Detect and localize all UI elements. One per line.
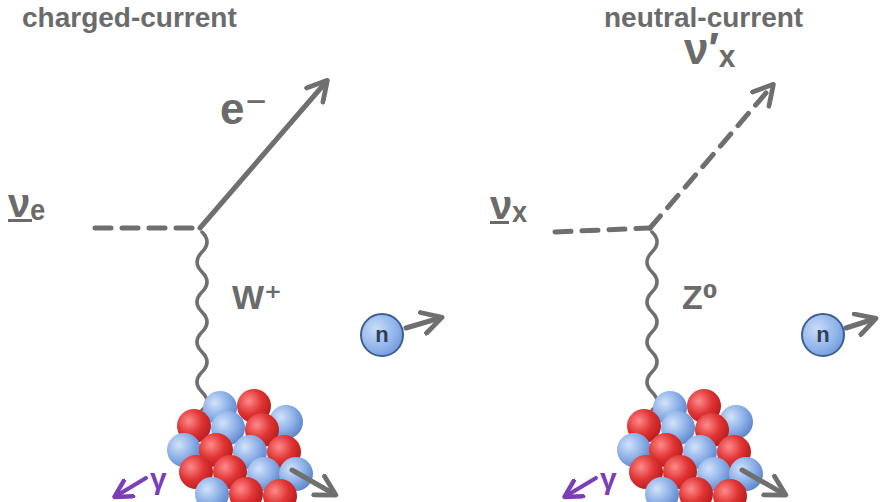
particle-label: e⁻ <box>220 84 268 135</box>
neutrino-line <box>95 226 200 231</box>
particle-letter: n <box>375 324 388 346</box>
particle-label: ν′ₓ <box>684 24 735 75</box>
recoil-arrow <box>742 470 784 494</box>
electron-line <box>200 82 326 228</box>
neutron-arrow <box>846 319 874 328</box>
nucleus <box>167 389 313 502</box>
gamma-label: γ <box>600 462 617 497</box>
particle-letter: n <box>816 324 829 346</box>
scattered-neutrino-line <box>650 86 772 228</box>
particle-label: νₑ <box>8 180 45 226</box>
neutron-arrow <box>406 318 440 328</box>
gamma-arrow <box>116 478 146 496</box>
recoil-arrow <box>292 470 334 494</box>
w-boson-line <box>197 232 207 410</box>
nucleus <box>617 389 763 502</box>
boson-label: Z⁰ <box>682 278 718 317</box>
gamma-arrow <box>566 478 596 496</box>
neutron-circle: n <box>360 313 404 357</box>
particle-label: νₓ <box>490 182 527 228</box>
z-boson-line <box>647 232 657 410</box>
gamma-label: γ <box>150 462 167 497</box>
boson-label: W⁺ <box>232 278 282 317</box>
neutron-circle: n <box>801 313 845 357</box>
panel-heading: charged-current <box>22 2 237 34</box>
neutrino-line <box>555 228 650 232</box>
